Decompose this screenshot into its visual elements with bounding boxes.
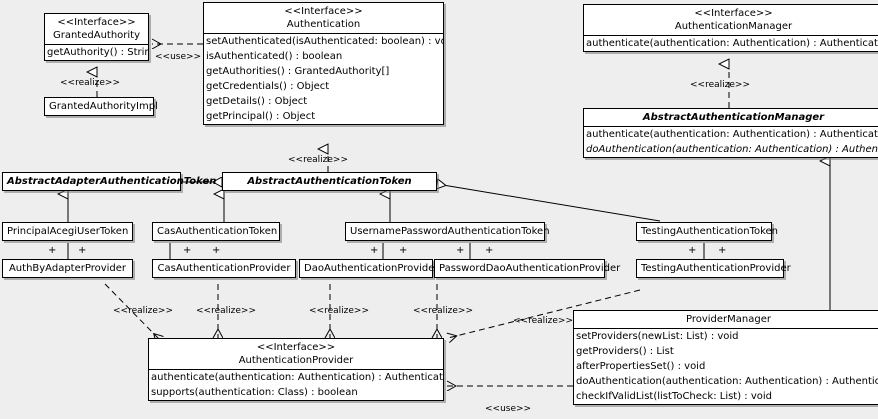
method-row: setAuthenticated(isAuthenticated: boolea… [206,36,443,47]
multiplicity-plus: + [370,245,379,256]
class-abstract-authentication-token[interactable]: AbstractAuthenticationToken [222,172,437,191]
class-cas-authentication-token[interactable]: CasAuthenticationToken [152,222,280,241]
method-row: getAuthorities() : GrantedAuthority[] [206,66,390,77]
relationship-label-realize-auth-by-adapter: <<realize>> [113,306,173,316]
relationship-label-realize-dao-provider: <<realize>> [309,306,369,316]
class-name: GrantedAuthorityImpl [49,101,158,112]
class-password-dao-authentication-provider[interactable]: PasswordDaoAuthenticationProvider [434,259,621,278]
class-name: AbstractAdapterAuthenticationToken [7,176,217,187]
method-row: getProviders() : List [576,346,674,357]
relationship-label-realize-manager: <<realize>> [690,80,750,90]
method-compartment: authenticate(authentication: Authenticat… [584,35,878,51]
method-compartment: authenticate(authentication: Authenticat… [584,126,878,157]
class-name: TestingAuthenticationToken [641,226,779,237]
method-compartment: getAuthority() : String [45,44,148,60]
method-row: getCredentials() : Object [206,81,330,92]
stereotype-label: <<Interface>> [57,17,136,28]
multiplicity-plus: + [399,245,408,256]
relationship-label-realize-testing-provider: <<realize>> [513,316,573,326]
class-name: AuthenticationProvider [238,355,354,366]
class-name: AbstractAuthenticationManager [642,112,825,123]
class-header: <<Interface>> AuthenticationManager [584,5,878,35]
class-granted-authority-impl[interactable]: GrantedAuthorityImpl [44,97,158,116]
method-row: afterPropertiesSet() : void [576,361,706,372]
relationship-label-realize-cas-provider: <<realize>> [196,306,256,316]
class-header: <<Interface>> GrantedAuthority [45,14,148,44]
class-name: ProviderManager [685,314,771,325]
class-name: GrantedAuthority [52,30,141,41]
class-abstract-authentication-manager[interactable]: AbstractAuthenticationManager authentica… [583,108,878,158]
multiplicity-plus: + [48,245,57,256]
class-authentication-manager[interactable]: <<Interface>> AuthenticationManager auth… [583,4,878,52]
method-row: getAuthority() : String [47,47,148,58]
method-row: checkIfValidList(listToCheck: List) : vo… [576,391,773,402]
class-name: CasAuthenticationProvider [157,263,291,274]
class-name: UsernamePasswordAuthenticationToken [350,226,550,237]
multiplicity-plus: + [485,245,494,256]
class-header: <<Interface>> AuthenticationProvider [149,339,443,369]
class-principal-acegi-user-token[interactable]: PrincipalAcegiUserToken [2,222,133,241]
method-compartment: setProviders(newList: List) : void getPr… [574,328,878,404]
method-row: getDetails() : Object [206,96,308,107]
class-header: AbstractAuthenticationManager [584,109,878,126]
class-name: PrincipalAcegiUserToken [7,226,129,237]
relationship-label-realize-granted-authority-impl: <<realize>> [60,78,120,88]
method-row: setProviders(newList: List) : void [576,331,739,342]
class-cas-authentication-provider[interactable]: CasAuthenticationProvider [152,259,296,278]
class-name: PasswordDaoAuthenticationProvider [439,263,621,274]
method-row: getPrincipal() : Object [206,111,316,122]
class-name: AbstractAuthenticationToken [247,176,412,187]
multiplicity-plus: + [718,245,727,256]
class-name: CasAuthenticationToken [157,226,278,237]
stereotype-label: <<Interface>> [256,342,336,353]
multiplicity-plus: + [78,245,87,256]
class-testing-authentication-token[interactable]: TestingAuthenticationToken [636,222,779,241]
class-header: <<Interface>> Authentication [204,3,443,33]
class-header: ProviderManager [574,311,878,328]
class-testing-authentication-provider[interactable]: TestingAuthenticationProvider [636,259,791,278]
stereotype-label: <<Interface>> [284,6,363,17]
stereotype-label: <<Interface>> [694,8,773,19]
class-auth-by-adapter-provider[interactable]: AuthByAdapterProvider [2,259,133,278]
class-name: TestingAuthenticationProvider [641,263,791,274]
class-username-password-authentication-token[interactable]: UsernamePasswordAuthenticationToken [345,222,550,241]
class-dao-authentication-provider[interactable]: DaoAuthenticationProvider [299,259,439,278]
class-name: AuthenticationManager [674,21,793,32]
method-row: isAuthenticated() : boolean [206,51,343,62]
class-granted-authority[interactable]: <<Interface>> GrantedAuthority getAuthor… [44,13,149,61]
relationship-label-use-granted-authority: <<use>> [155,52,202,62]
class-name: AuthByAdapterProvider [8,263,127,274]
method-row: authenticate(authentication: Authenticat… [586,129,878,140]
method-row: doAuthentication(authentication: Authent… [586,144,878,155]
multiplicity-plus: + [688,245,697,256]
multiplicity-plus: + [183,245,192,256]
relationship-label-realize-abstract-token: <<realize>> [288,155,348,165]
class-name: Authentication [286,19,361,30]
relationship-label-use-provider-manager: <<use>> [485,404,532,414]
class-provider-manager[interactable]: ProviderManager setProviders(newList: Li… [573,310,878,405]
class-name: DaoAuthenticationProvider [304,263,439,274]
class-authentication-provider[interactable]: <<Interface>> AuthenticationProvider aut… [148,338,444,401]
method-compartment: authenticate(authentication: Authenticat… [149,369,443,400]
class-authentication[interactable]: <<Interface>> Authentication setAuthenti… [203,2,444,125]
method-row: authenticate(authentication: Authenticat… [586,38,878,49]
method-row: supports(authentication: Class) : boolea… [151,387,358,398]
method-compartment: setAuthenticated(isAuthenticated: boolea… [204,33,443,124]
class-abstract-adapter-authentication-token[interactable]: AbstractAdapterAuthenticationToken [2,172,217,191]
method-row: doAuthentication(authentication: Authent… [576,376,878,387]
method-row: authenticate(authentication: Authenticat… [151,372,443,383]
multiplicity-plus: + [456,245,465,256]
multiplicity-plus: + [212,245,221,256]
relationship-label-realize-password-dao-provider: <<realize>> [413,306,473,316]
